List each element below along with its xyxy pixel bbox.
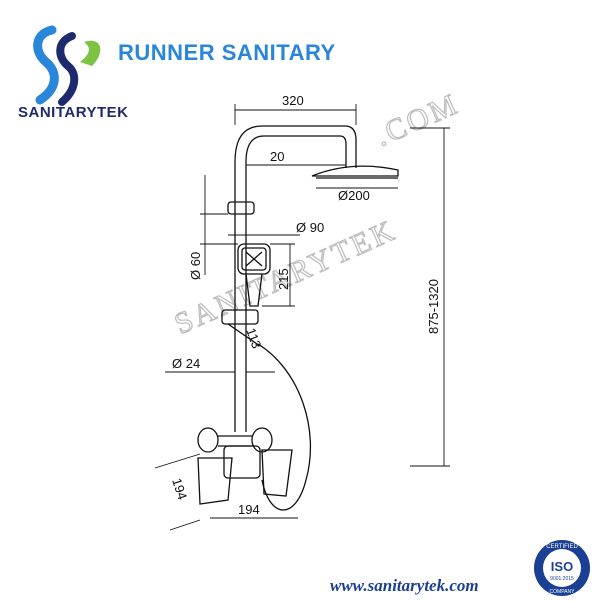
dim-total-height: 875-1320: [426, 279, 441, 334]
dimension-lines: [154, 104, 450, 531]
logo-text: SANITARYTEK: [18, 104, 129, 121]
shower-outline: [197, 125, 399, 511]
dim-arm-offset: 20: [270, 149, 284, 164]
dim-hand-shower-height: 215: [276, 268, 291, 290]
badge-bottom-text: COMPANY: [550, 589, 576, 595]
dim-mixer-depth: 194: [169, 476, 190, 501]
badge-main-text: ISO: [551, 559, 573, 574]
dim-head-diameter: Ø200: [338, 188, 370, 203]
website-url: www.sanitarytek.com: [330, 576, 479, 595]
badge-standard-text: 9001:2015: [550, 576, 574, 582]
dim-slider-offset: 113: [243, 326, 264, 351]
dim-arm-length: 320: [282, 93, 304, 108]
dim-holder-diameter: Ø 60: [188, 252, 203, 280]
dim-mixer-width: 194: [238, 502, 260, 517]
badge-top-text: CERTIFIED: [546, 544, 578, 550]
dim-hand-shower-diameter: Ø 90: [296, 220, 324, 235]
watermark-domain: .COM: [371, 87, 465, 153]
dim-pipe-diameter: Ø 24: [172, 356, 200, 371]
iso-certified-badge-icon: CERTIFIED ISO 9001:2015 COMPANY: [534, 540, 590, 596]
company-name: RUNNER SANITARY: [118, 40, 336, 65]
sanitarytek-logo-icon: [33, 25, 101, 106]
